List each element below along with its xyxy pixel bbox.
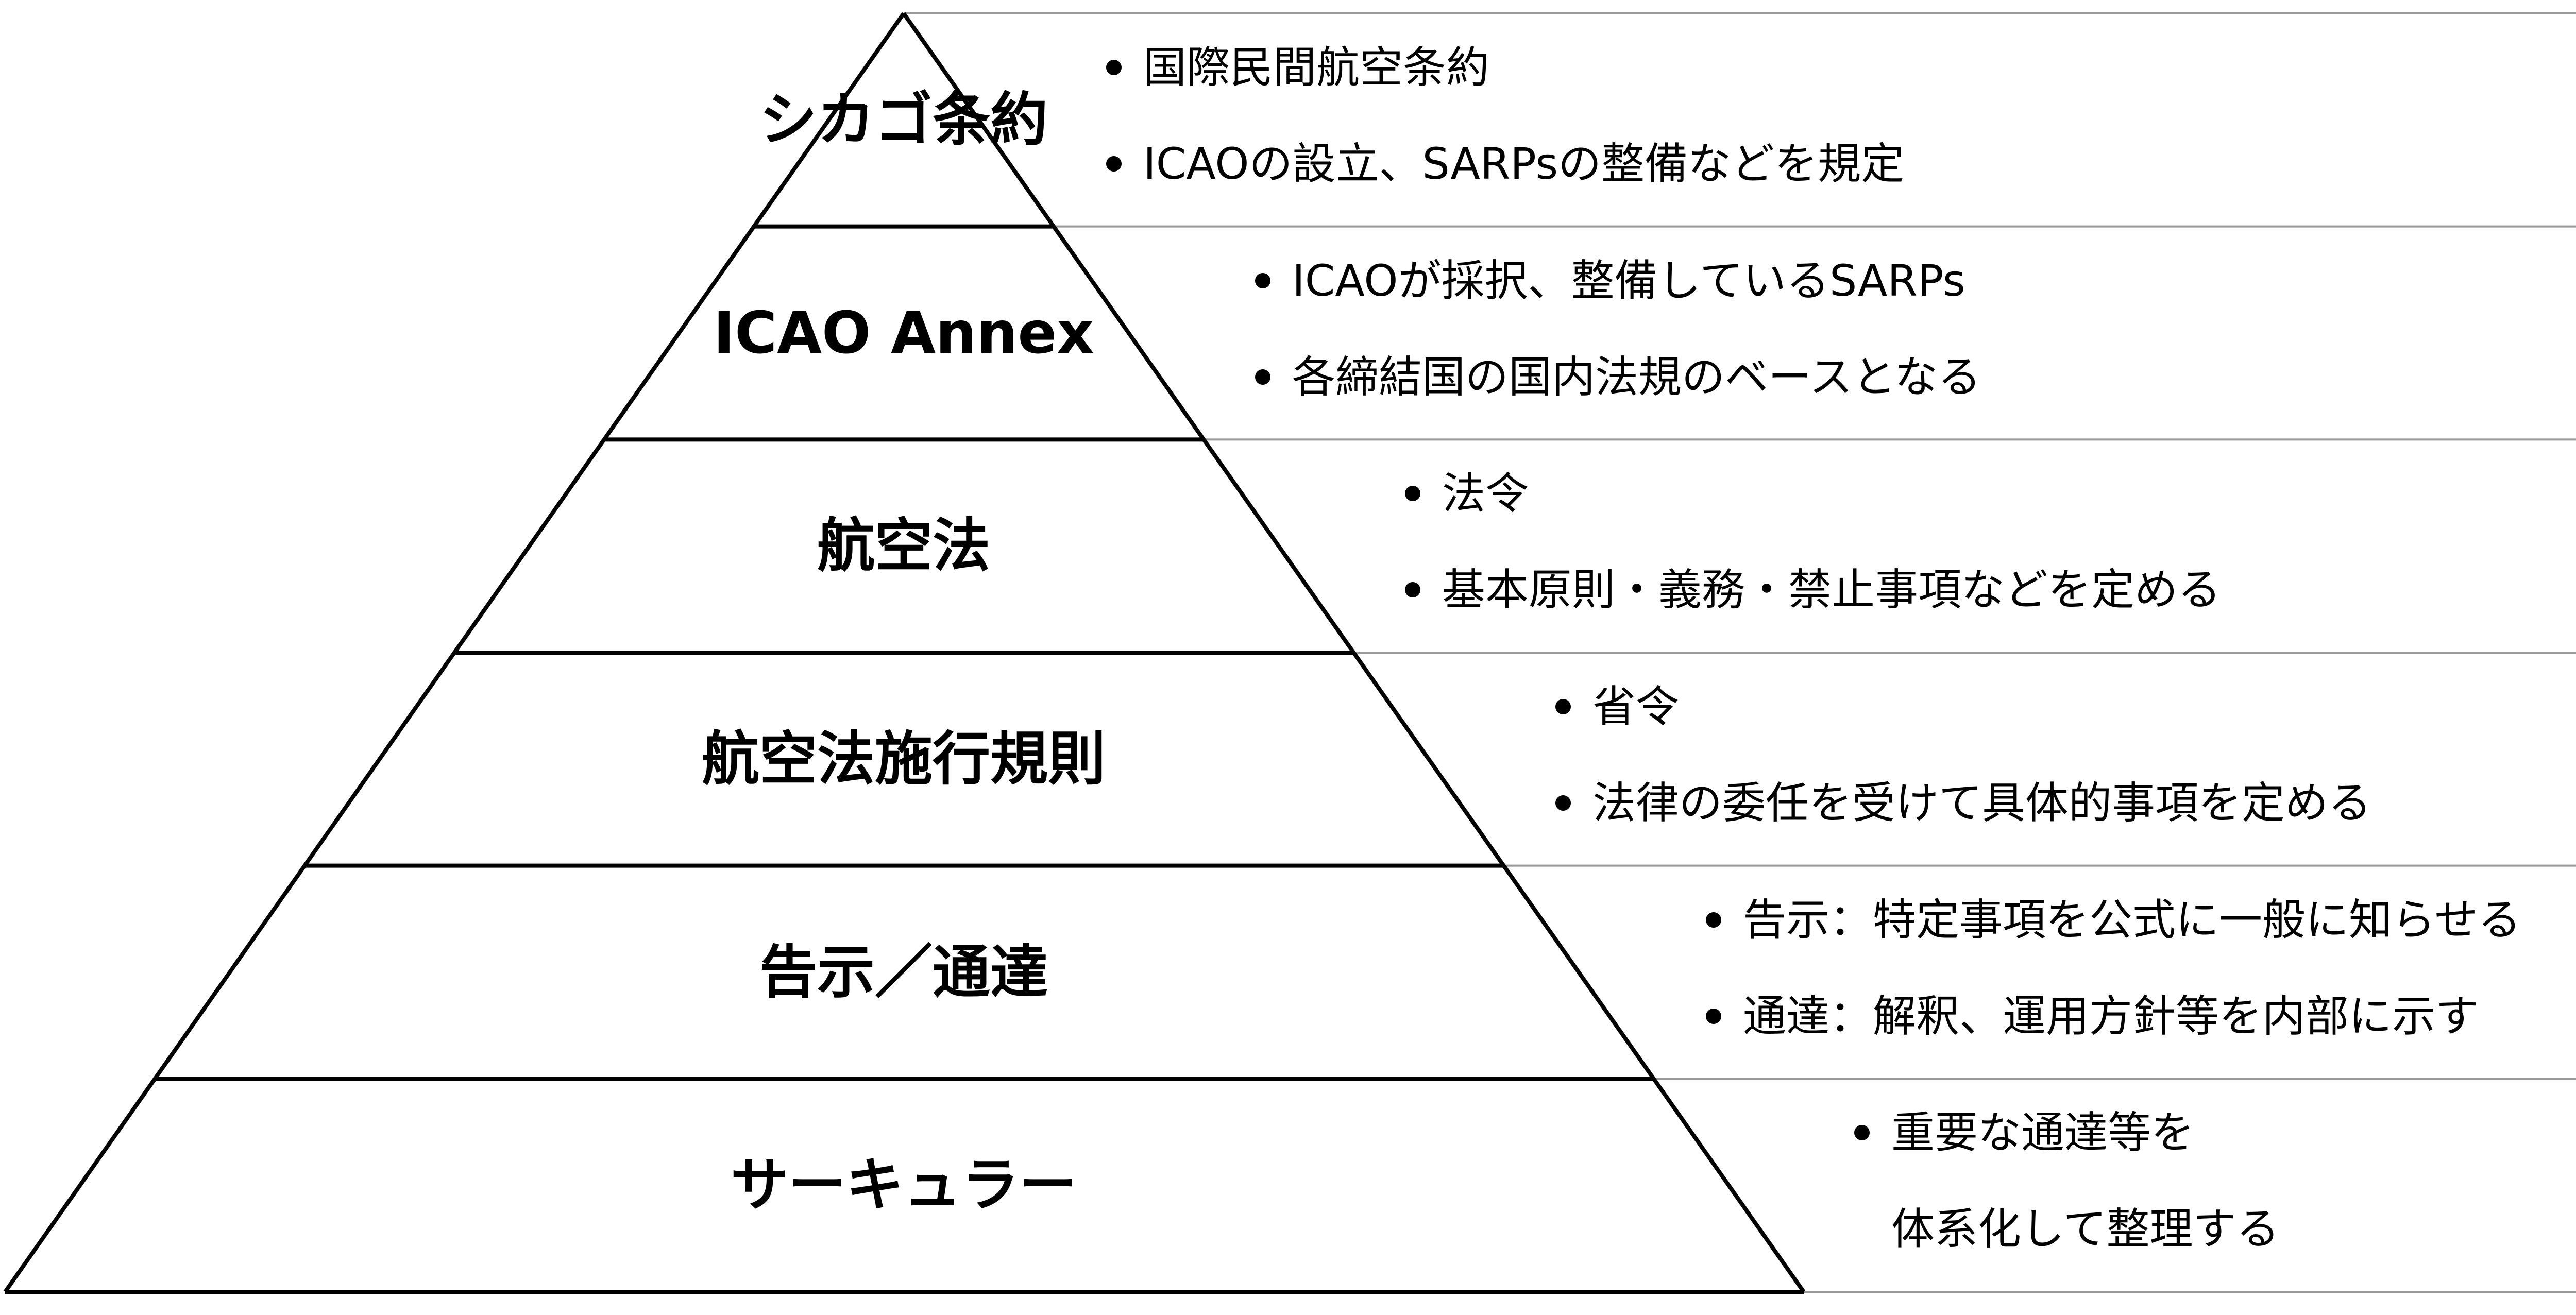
list-item: 省令 [1555,678,1679,735]
layer-label: 航空法施行規則 [702,725,1106,793]
bullet-icon [1555,795,1571,811]
bullet-icon [1255,369,1270,385]
list-item: ICAOが採択、整備しているSARPs [1255,252,1965,309]
bullet-icon [1854,1125,1870,1141]
list-item: 法令 [1405,465,1529,522]
layer-label: サーキュラー [731,1152,1077,1219]
list-item-text: 基本原則・義務・禁止事項などを定める [1442,565,2222,616]
bullet-icon [1106,60,1122,75]
list-item-text: 告示：特定事項を公式に一般に知らせる [1743,894,2521,945]
list-item-text: ICAOが採択、整備しているSARPs [1292,255,1965,306]
list-item-text: 各締結国の国内法規のベースとなる [1292,351,1981,402]
bullet-icon [1555,699,1571,714]
bullet-icon [1106,156,1122,172]
list-item: 国際民間航空条約 [1106,39,1489,96]
list-item-text: ICAOの設立、SARPsの整備などを規定 [1143,139,1905,189]
list-item: ICAOの設立、SARPsの整備などを規定 [1106,135,1904,192]
list-item-text: 国際民間航空条約 [1143,42,1490,93]
layer-label: 告示／通達 [759,938,1048,1006]
layer-label: ICAO Annex [713,299,1094,367]
bullet-icon [1405,582,1420,598]
list-item: 体系化して整理する [1854,1201,2279,1257]
list-item-text: 法律の委任を受けて具体的事項を定める [1592,778,2372,828]
list-item-text: 通達：解釈、運用方針等を内部に示す [1743,990,2479,1041]
list-item: 基本原則・義務・禁止事項などを定める [1405,561,2221,618]
bullet-icon [1405,486,1420,502]
bullet-icon [1255,272,1270,288]
layer-label: 航空法 [817,513,990,580]
list-item-text: 省令 [1592,681,1680,732]
list-item-text: 法令 [1442,468,1529,519]
list-item: 法律の委任を受けて具体的事項を定める [1555,775,2371,831]
list-item: 重要な通達等を [1854,1104,2194,1161]
list-item-text: 体系化して整理する [1891,1204,2280,1255]
bullet-icon [1706,1008,1721,1024]
layer-label: シカゴ条約 [759,86,1048,153]
list-item: 各締結国の国内法規のベースとなる [1255,349,1981,405]
list-item: 告示：特定事項を公式に一般に知らせる [1706,892,2521,948]
bullet-icon [1706,912,1721,928]
list-item-text: 重要な通達等を [1891,1107,2195,1158]
list-item: 通達：解釈、運用方針等を内部に示す [1706,988,2479,1045]
